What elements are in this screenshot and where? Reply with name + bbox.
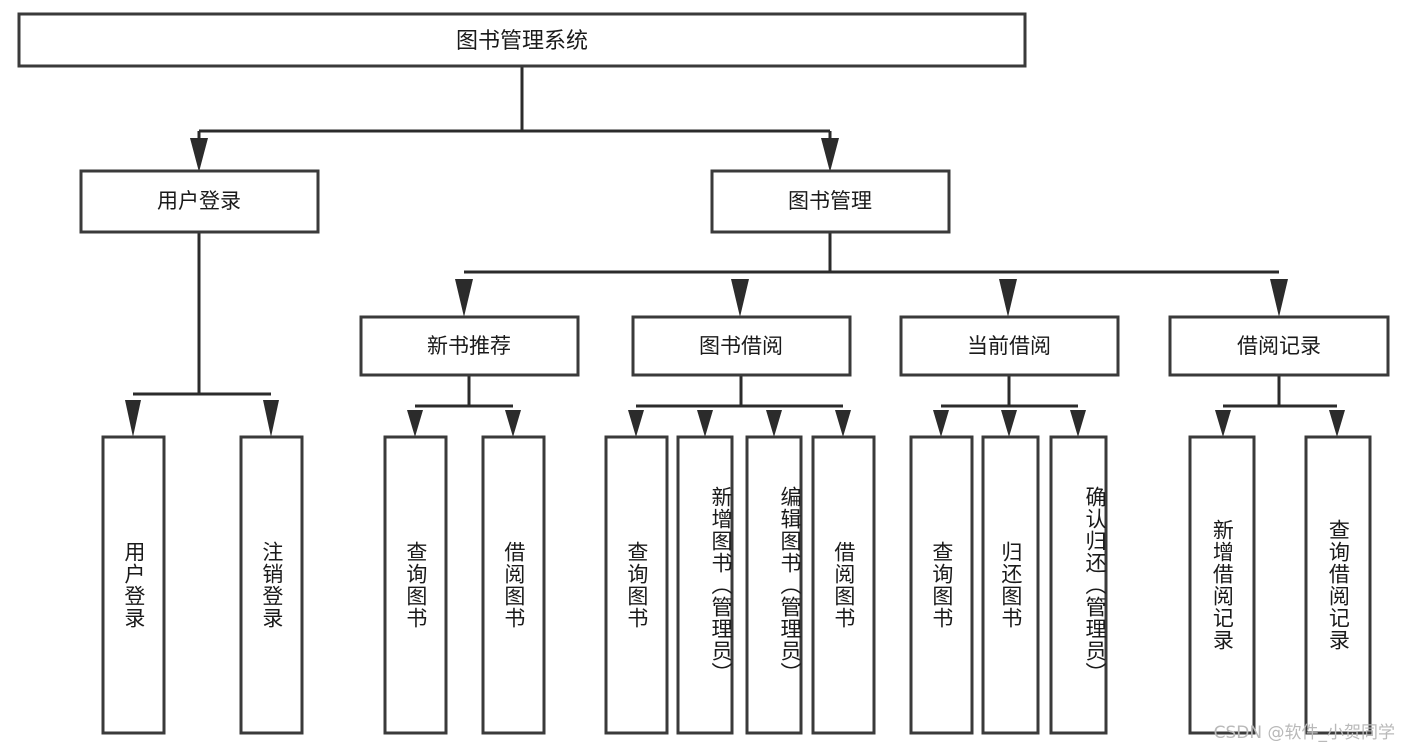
- arrowhead-new-book-recommend: [455, 279, 473, 317]
- node-book-borrow-label: 图书借阅: [699, 334, 783, 358]
- node-user-login-box[interactable]: [79, 169, 320, 234]
- arrowhead-user-login: [190, 138, 208, 172]
- node-book-borrow-box[interactable]: [631, 315, 852, 377]
- csdn-watermark: CSDN @软件_小贺同学: [1213, 723, 1395, 743]
- node-new-book-recommend-label: 新书推荐: [427, 334, 511, 358]
- connector-layer: [125, 66, 1345, 437]
- arrowhead-leaf-add-book: [697, 410, 713, 437]
- node-borrow-record[interactable]: 借阅记录: [1168, 315, 1390, 377]
- node-root[interactable]: 图书管理系统: [17, 12, 1027, 68]
- node-leaf-user-logout-box[interactable]: [239, 435, 304, 735]
- node-leaf-query-book-1-box[interactable]: [383, 435, 448, 735]
- arrowhead-leaf-borrow-book-2: [835, 410, 851, 437]
- node-leaf-user-login-box[interactable]: [101, 435, 166, 735]
- node-leaf-borrow-book-2-box[interactable]: [811, 435, 876, 735]
- arrowhead-leaf-edit-book: [766, 410, 782, 437]
- arrowhead-leaf-user-logout: [263, 400, 279, 437]
- node-book-borrow[interactable]: 图书借阅: [631, 315, 852, 377]
- arrowhead-leaf-query-book-1: [407, 410, 423, 437]
- node-leaf-query-book-2-box[interactable]: [604, 435, 669, 735]
- node-new-book-recommend[interactable]: 新书推荐: [359, 315, 580, 377]
- node-leaf-add-record-box[interactable]: [1188, 435, 1256, 735]
- node-current-borrow-box[interactable]: [899, 315, 1120, 377]
- node-leaf-query-record-box[interactable]: [1304, 435, 1372, 735]
- arrowhead-leaf-add-record: [1215, 410, 1231, 437]
- node-book-manage-box[interactable]: [710, 169, 951, 234]
- node-root-box[interactable]: [17, 12, 1027, 68]
- arrowhead-leaf-query-record: [1329, 410, 1345, 437]
- arrowhead-leaf-return-book: [1001, 410, 1017, 437]
- node-root-label: 图书管理系统: [456, 29, 588, 54]
- node-borrow-record-label: 借阅记录: [1237, 334, 1321, 358]
- arrowhead-leaf-query-book-2: [628, 410, 644, 437]
- node-user-login-label: 用户登录: [157, 189, 241, 213]
- node-leaf-confirm-return-box[interactable]: [1049, 435, 1108, 735]
- node-borrow-record-box[interactable]: [1168, 315, 1390, 377]
- node-current-borrow[interactable]: 当前借阅: [899, 315, 1120, 377]
- arrowhead-leaf-user-login: [125, 400, 141, 437]
- leaf-box-layer: [101, 435, 1372, 735]
- node-book-manage-label: 图书管理: [788, 189, 872, 213]
- node-user-login[interactable]: 用户登录: [79, 169, 320, 234]
- node-leaf-query-book-3-box[interactable]: [909, 435, 974, 735]
- arrowhead-book-manage: [821, 138, 839, 172]
- node-leaf-add-book-box[interactable]: [676, 435, 734, 735]
- node-leaf-return-book-box[interactable]: [981, 435, 1040, 735]
- arrowhead-leaf-borrow-book-1: [505, 410, 521, 437]
- node-leaf-edit-book-box[interactable]: [745, 435, 803, 735]
- node-current-borrow-label: 当前借阅: [967, 334, 1051, 358]
- node-book-manage[interactable]: 图书管理: [710, 169, 951, 234]
- arrowhead-book-borrow: [731, 279, 749, 317]
- arrowhead-current-borrow: [999, 279, 1017, 317]
- arrowhead-borrow-record: [1270, 279, 1288, 317]
- arrowhead-leaf-query-book-3: [933, 410, 949, 437]
- node-leaf-borrow-book-1-box[interactable]: [481, 435, 546, 735]
- node-new-book-recommend-box[interactable]: [359, 315, 580, 377]
- arrowhead-leaf-confirm-return: [1070, 410, 1086, 437]
